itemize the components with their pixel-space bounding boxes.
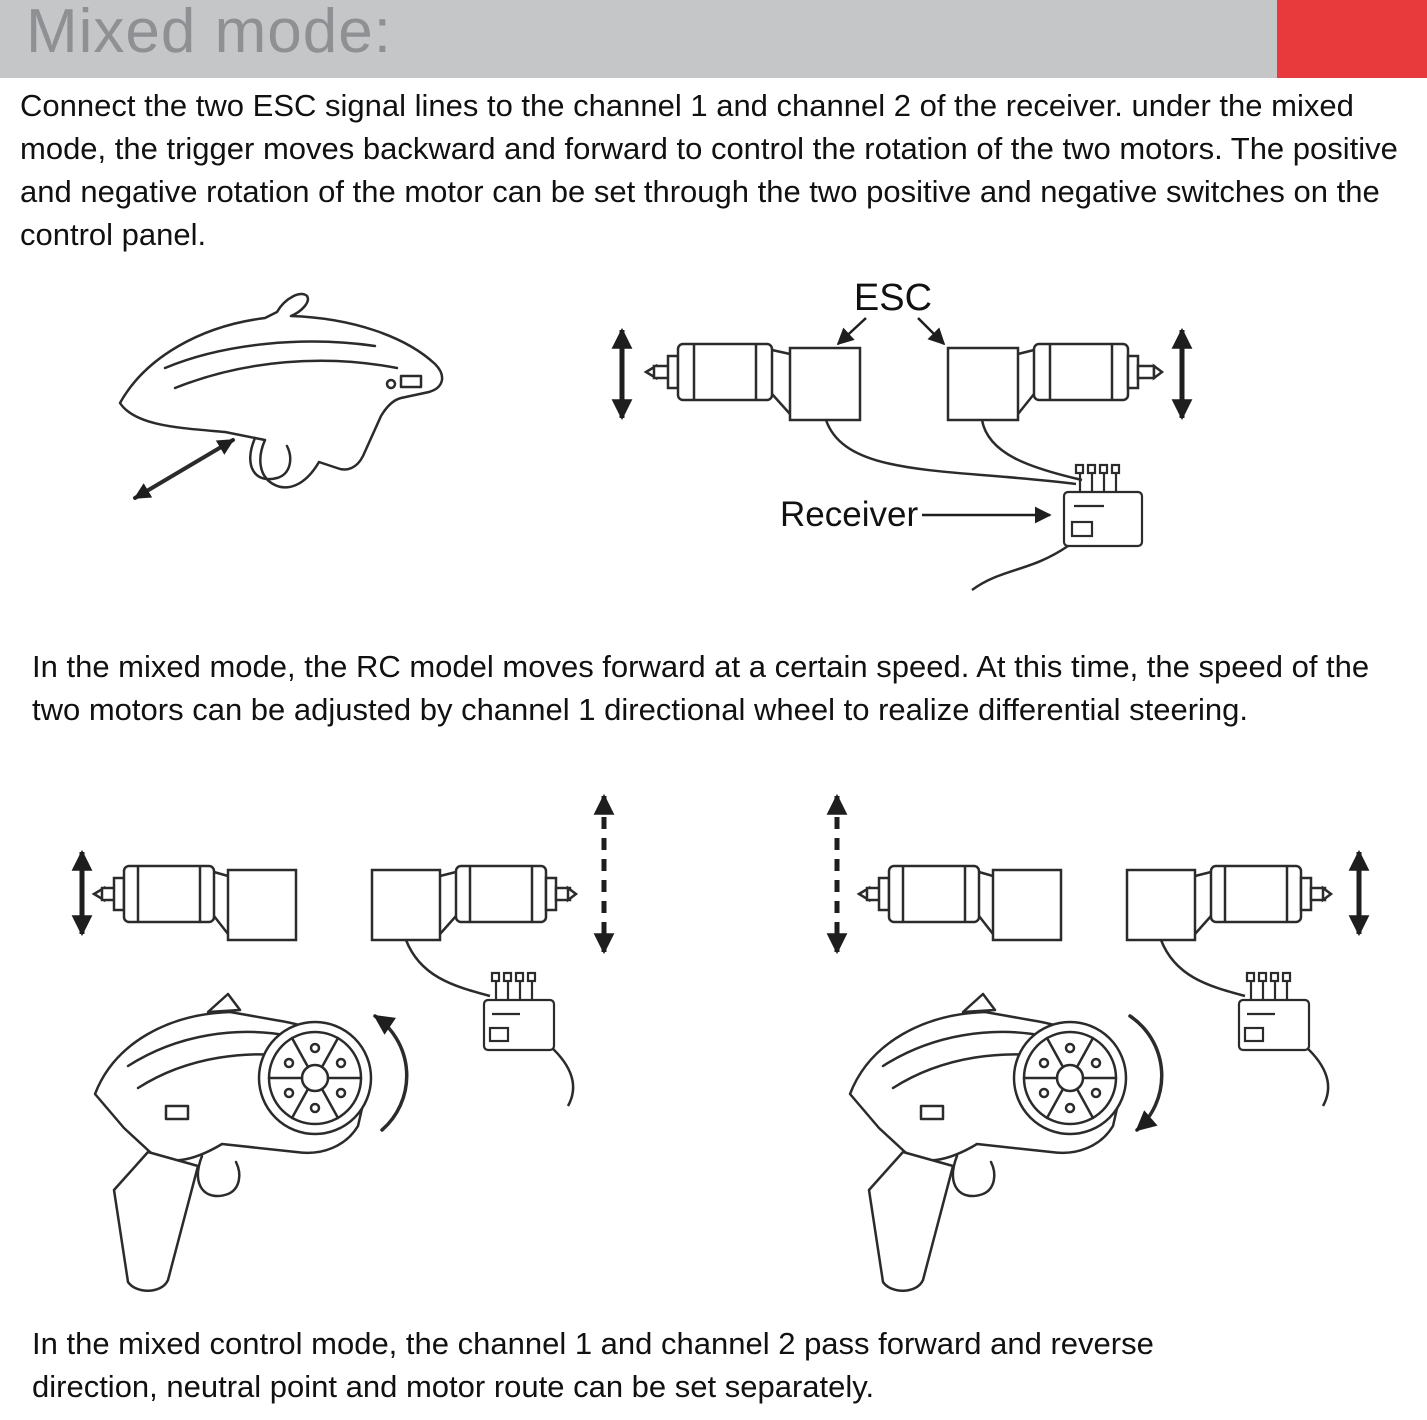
steering-wheel [1012, 1020, 1128, 1136]
esc-pointer-left [836, 317, 867, 346]
motor-right [454, 864, 579, 924]
esc-box-right [1125, 868, 1197, 942]
transmitter-body-outline [118, 292, 444, 489]
antenna-fin [961, 992, 997, 1014]
wire-esc-to-receiver [1159, 939, 1246, 998]
paragraph-intro: Connect the two ESC signal lines to the … [20, 88, 1398, 252]
paragraph-differential: In the mixed mode, the RC model moves fo… [32, 649, 1370, 727]
diff-steering-right-panel [826, 793, 1370, 1292]
trigger-direction-arrow [133, 438, 235, 500]
receiver [1062, 463, 1144, 548]
page-title: Mixed mode: [26, 0, 392, 66]
motor-left-coupling [978, 870, 994, 935]
receiver-box [482, 998, 556, 1052]
paragraph-channel-settings: In the mixed control mode, the channel 1… [32, 1326, 1154, 1404]
receiver-tail-wire [549, 1045, 575, 1107]
antenna-fin [206, 992, 242, 1014]
trigger [951, 1154, 996, 1198]
receiver-detail [1243, 1012, 1275, 1043]
wire-esc-to-receiver [404, 939, 491, 998]
diagram-wiring-overview: ESC Receiver [118, 277, 1193, 592]
esc-box-left [226, 868, 298, 942]
esc-box-right [370, 868, 442, 942]
motor-right-coupling [1194, 870, 1212, 935]
receiver-detail [488, 1012, 520, 1043]
wheel-bolts [283, 1042, 347, 1114]
motor-left-coupling [213, 870, 229, 935]
signal-wires [824, 419, 1083, 592]
wheel-bolts [1038, 1042, 1102, 1114]
motor-right [1209, 864, 1334, 924]
diff-steering-left-panel [71, 793, 615, 1292]
transmitter-side-view [118, 292, 444, 500]
esc-pointer-right [917, 317, 946, 346]
esc-box-left [991, 868, 1063, 942]
receiver [1237, 971, 1311, 1052]
motor-left-coupling [771, 348, 791, 415]
steering-wheel [257, 1020, 373, 1136]
receiver-tail-wire [971, 544, 1069, 592]
receiver-tail-wire [1304, 1045, 1330, 1107]
wheel-rotation-arrow [1128, 1014, 1164, 1132]
diagram-differential-steering [71, 793, 1370, 1292]
receiver-pins [490, 971, 537, 1000]
esc-label: ESC [854, 277, 932, 319]
motor-left [91, 864, 216, 924]
wheel-spokes [267, 1036, 363, 1120]
esc-box-right [946, 346, 1020, 422]
red-accent-block [1277, 0, 1427, 78]
header-bar: Mixed mode: [0, 0, 1427, 78]
motor-right-coupling [1017, 348, 1035, 415]
esc-box-left [788, 346, 862, 422]
motor-right-coupling [439, 870, 457, 935]
receiver-pins [1245, 971, 1292, 1000]
transmitter-steering-view [848, 992, 1164, 1292]
motor-left [856, 864, 981, 924]
grip [867, 1150, 955, 1292]
grip [112, 1150, 200, 1292]
motor-right [1032, 342, 1165, 402]
receiver-box [1237, 998, 1311, 1052]
wheel-spokes [1022, 1036, 1118, 1120]
receiver [482, 971, 556, 1052]
wheel-rotation-arrow [373, 1014, 409, 1132]
trigger [249, 436, 292, 481]
receiver-pins [1074, 463, 1121, 492]
transmitter-steering-view [93, 992, 409, 1292]
transmitter-detail-lines [163, 340, 423, 390]
trigger [196, 1154, 241, 1198]
receiver-detail [1070, 504, 1104, 538]
motor-left [643, 342, 774, 402]
receiver-box [1062, 490, 1144, 548]
receiver-label: Receiver [780, 495, 918, 534]
